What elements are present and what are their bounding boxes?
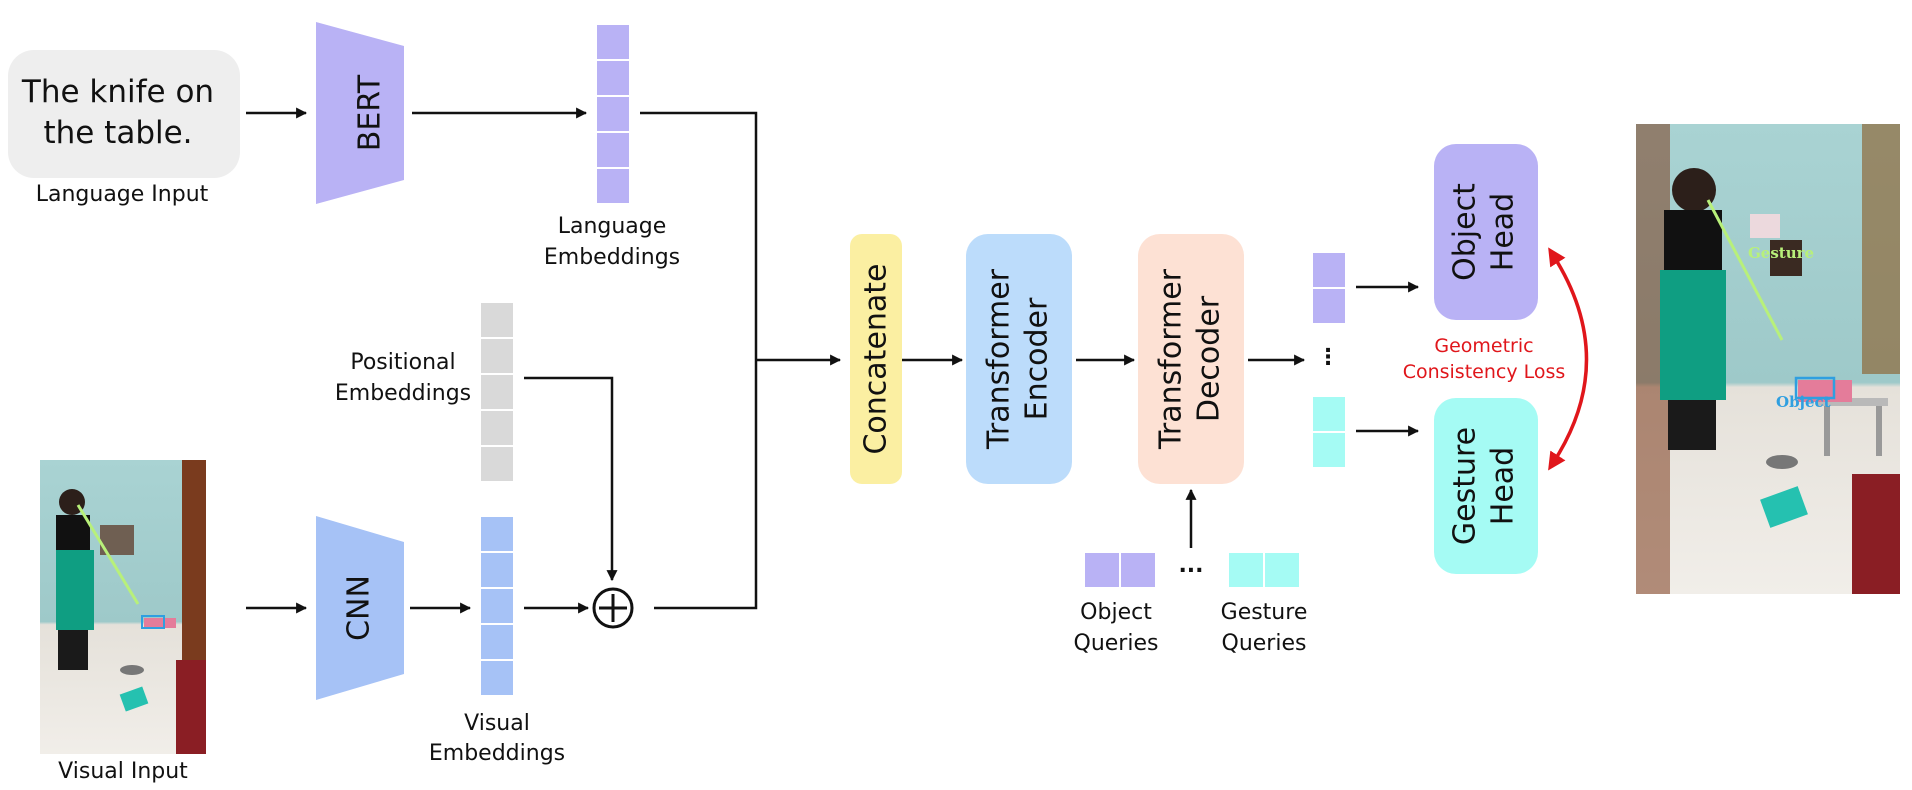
language-input-text-line1: The knife on: [21, 74, 214, 110]
consistency-loss-arrow: [1548, 247, 1589, 471]
object-queries-label-line1: Object: [1080, 600, 1152, 625]
object-head-block: Object Head: [1434, 144, 1538, 320]
gesture-queries-label-line1: Gesture: [1221, 600, 1308, 625]
encoder-label-line2: Encoder: [1020, 297, 1055, 420]
gesture-queries-stack: [1227, 551, 1301, 589]
loss-label-line1: Geometric: [1434, 335, 1533, 357]
positional-embeddings-label-line1: Positional: [350, 350, 455, 375]
bert-label: BERT: [353, 74, 388, 151]
language-embeddings-stack: [595, 23, 631, 205]
visual-embeddings-label-line1: Visual: [464, 711, 530, 736]
gesture-head-block: Gesture Head: [1434, 398, 1538, 574]
output-object-tag: Object: [1776, 393, 1831, 411]
transformer-encoder-block: Transformer Encoder: [966, 234, 1072, 484]
language-input-caption: Language Input: [36, 182, 209, 207]
outputs-ellipsis: ⋮: [1317, 345, 1339, 370]
object-head-label-line2: Head: [1486, 193, 1521, 271]
object-queries-stack: [1083, 551, 1157, 589]
language-embeddings-label-line2: Embeddings: [544, 245, 680, 270]
sum-node: [592, 587, 634, 629]
language-input-text-line2: the table.: [43, 115, 192, 151]
output-image: Gesture Object: [1636, 124, 1900, 594]
arrow-positional-to-sum: [524, 376, 618, 582]
gesture-queries-label-line2: Queries: [1222, 631, 1307, 656]
output-gesture-tag: Gesture: [1748, 244, 1814, 262]
visual-input-caption: Visual Input: [58, 759, 188, 784]
line-sum-to-merge: [654, 360, 758, 610]
loss-label-line2: Consistency Loss: [1403, 361, 1566, 383]
visual-embeddings-stack: [479, 515, 515, 697]
gesture-head-label-line2: Head: [1486, 447, 1521, 525]
visual-embeddings-label-line2: Embeddings: [429, 741, 565, 766]
cnn-label: CNN: [342, 575, 377, 641]
visual-input-image: [40, 460, 206, 754]
queries-ellipsis: ...: [1178, 553, 1203, 578]
bert-encoder-block: BERT: [316, 22, 404, 204]
positional-embeddings-stack: [479, 301, 515, 483]
object-head-label-line1: Object: [1448, 183, 1483, 281]
decoder-label-line1: Transformer: [1154, 268, 1189, 450]
object-output-tokens: [1311, 251, 1347, 325]
gesture-output-tokens: [1311, 395, 1347, 469]
connector-lines: [246, 107, 842, 614]
positional-embeddings-label-line2: Embeddings: [335, 381, 471, 406]
cnn-encoder-block: CNN: [316, 516, 404, 700]
transformer-decoder-block: Transformer Decoder: [1138, 234, 1244, 484]
decoder-label-line2: Decoder: [1192, 295, 1227, 422]
language-embeddings-label-line1: Language: [558, 214, 667, 239]
concatenate-label: Concatenate: [859, 263, 894, 454]
language-input-box: The knife on the table.: [8, 50, 240, 178]
encoder-label-line1: Transformer: [982, 268, 1017, 450]
line-language-embeddings-to-merge: [640, 111, 758, 360]
object-queries-label-line2: Queries: [1074, 631, 1159, 656]
gesture-head-label-line1: Gesture: [1448, 427, 1483, 545]
concatenate-block: Concatenate: [850, 234, 902, 484]
